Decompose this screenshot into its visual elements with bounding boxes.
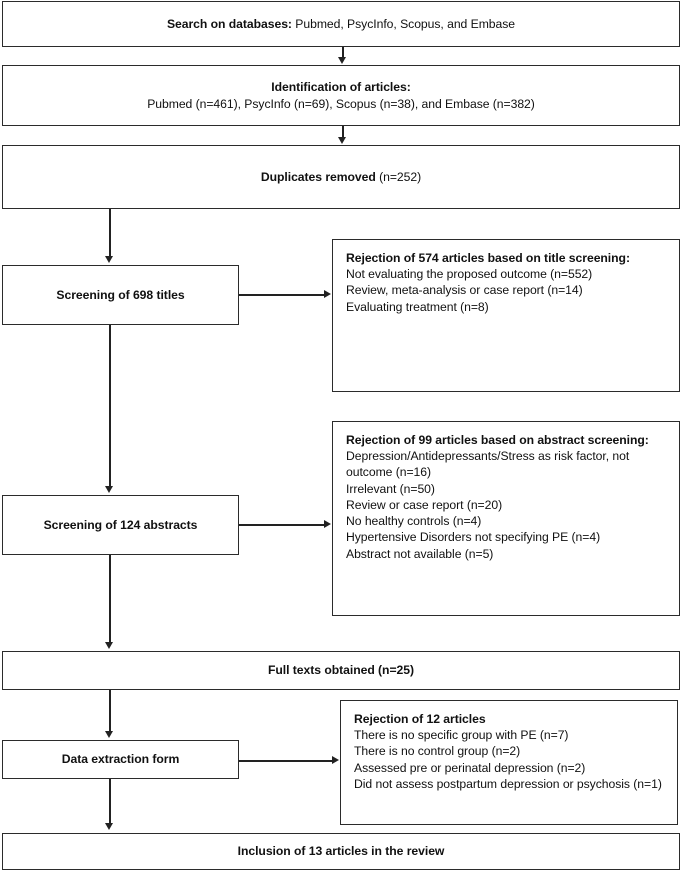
duplicates-count: (n=252)	[375, 169, 422, 184]
rejection-title-heading: Rejection of 574 articles based on title…	[346, 251, 630, 265]
rejection-abstract-item-3: No healthy controls (n=4)	[346, 514, 482, 529]
screening-titles-label: Screening of 698 titles	[56, 287, 185, 302]
rejection-abstract-item-2: Review or case report (n=20)	[346, 497, 503, 512]
rejection-abstract-heading: Rejection of 99 articles based on abstra…	[346, 433, 649, 447]
rejection-title-item-1: Review, meta-analysis or case report (n=…	[346, 283, 583, 298]
arrow-screening-titles-to-rejection-title	[324, 290, 331, 298]
connector-data-extraction-to-rejection-fulltext	[239, 760, 333, 762]
box-full-texts-obtained: Full texts obtained (n=25)	[2, 651, 680, 690]
inclusion-label: Inclusion of 13 articles in the review	[237, 844, 445, 859]
data-extraction-label: Data extraction form	[61, 752, 180, 767]
identification-line2: Pubmed (n=461), PsycInfo (n=69), Scopus …	[147, 96, 535, 111]
search-bold-label: Search on databases:	[166, 16, 292, 31]
box-identification-of-articles: Identification of articles: Pubmed (n=46…	[2, 65, 680, 126]
rejection-title-item-0: Not evaluating the proposed outcome (n=5…	[346, 267, 593, 282]
rejection-fulltext-item-2: Assessed pre or perinatal depression (n=…	[354, 760, 586, 775]
rejection-fulltext-item-3: Did not assess postpartum depression or …	[354, 776, 662, 791]
box-rejection-title-screening: Rejection of 574 articles based on title…	[332, 239, 680, 392]
arrow-screening-abstracts-to-rejection-abstract	[324, 520, 331, 528]
connector-screening-titles-to-screening-abstracts	[109, 325, 111, 487]
box-rejection-abstract-screening: Rejection of 99 articles based on abstra…	[332, 421, 680, 616]
identification-bold-label: Identification of articles:	[271, 80, 411, 95]
rejection-fulltext-heading: Rejection of 12 articles	[354, 712, 486, 726]
arrow-screening-abstracts-to-full-texts	[105, 642, 113, 649]
box-search-on-databases: Search on databases: Pubmed, PsycInfo, S…	[2, 1, 680, 47]
arrow-identification-to-duplicates	[338, 137, 346, 144]
arrow-full-texts-to-data-extraction	[105, 731, 113, 738]
arrow-screening-titles-to-screening-abstracts	[105, 486, 113, 493]
full-texts-label: Full texts obtained (n=25)	[268, 663, 414, 678]
arrow-data-extraction-to-inclusion	[105, 823, 113, 830]
connector-screening-abstracts-to-rejection-abstract	[239, 524, 325, 526]
connector-duplicates-to-screening-titles	[109, 209, 111, 257]
connector-full-texts-to-data-extraction	[109, 690, 111, 732]
rejection-abstract-item-4: Hypertensive Disorders not specifying PE…	[346, 530, 601, 545]
box-inclusion: Inclusion of 13 articles in the review	[2, 833, 680, 870]
connector-screening-abstracts-to-full-texts	[109, 555, 111, 643]
rejection-abstract-item-0: Depression/Antidepressants/Stress as ris…	[346, 449, 630, 480]
connector-identification-to-duplicates	[342, 126, 344, 138]
rejection-fulltext-item-0: There is no specific group with PE (n=7)	[354, 728, 569, 743]
box-screening-abstracts: Screening of 124 abstracts	[2, 495, 239, 555]
box-data-extraction-form: Data extraction form	[2, 740, 239, 779]
duplicates-bold-label: Duplicates removed	[260, 169, 376, 184]
rejection-title-item-2: Evaluating treatment (n=8)	[346, 299, 489, 314]
identification-text-wrapper: Identification of articles: Pubmed (n=46…	[147, 79, 535, 111]
rejection-fulltext-item-1: There is no control group (n=2)	[354, 744, 521, 759]
rejection-abstract-item-5: Abstract not available (n=5)	[346, 546, 494, 561]
connector-screening-titles-to-rejection-title	[239, 294, 325, 296]
screening-abstracts-label: Screening of 124 abstracts	[43, 517, 198, 532]
arrow-search-to-identification	[338, 57, 346, 64]
box-duplicates-removed: Duplicates removed (n=252)	[2, 145, 680, 209]
arrow-data-extraction-to-rejection-fulltext	[332, 756, 339, 764]
arrow-duplicates-to-screening-titles	[105, 256, 113, 263]
box-screening-titles: Screening of 698 titles	[2, 265, 239, 325]
duplicates-text-wrapper: Duplicates removed (n=252)	[261, 169, 421, 185]
connector-search-to-identification	[342, 47, 344, 58]
rejection-abstract-item-1: Irrelevant (n=50)	[346, 481, 435, 496]
connector-data-extraction-to-inclusion	[109, 779, 111, 824]
search-text: Pubmed, PsycInfo, Scopus, and Embase	[291, 16, 516, 31]
box-rejection-full-text: Rejection of 12 articles There is no spe…	[340, 700, 678, 825]
search-text-wrapper: Search on databases: Pubmed, PsycInfo, S…	[167, 16, 515, 32]
